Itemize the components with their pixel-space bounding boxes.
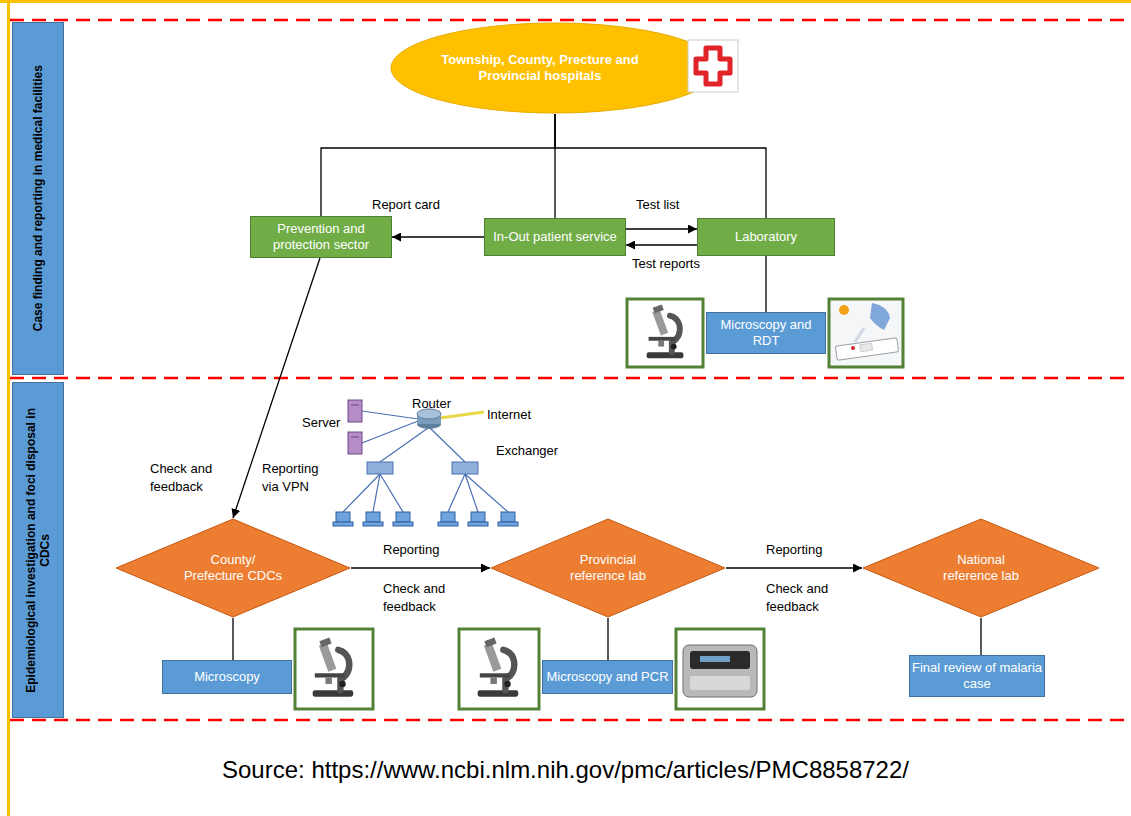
network-label-holder: Internet — [487, 405, 547, 423]
feedback-label-holder: Check and feedback — [150, 459, 218, 495]
node-text: Microscopy and PCR — [546, 669, 668, 685]
feedback-label-holder: Check and feedback — [383, 579, 451, 615]
source-caption: Source: https://www.ncbi.nlm.nih.gov/pmc… — [222, 756, 909, 783]
router-icon — [417, 409, 441, 429]
decision-diamond: Provincial reference lab — [490, 518, 726, 618]
dashed-divider — [10, 377, 1131, 380]
edge-label: Reporting — [383, 542, 439, 557]
microscope-icon — [627, 299, 703, 367]
dashed-divider — [10, 19, 1131, 22]
hospital-ellipse-shape — [391, 23, 719, 113]
connector — [607, 618, 608, 660]
frame-line — [0, 0, 1131, 3]
microscope-icon — [459, 629, 539, 709]
edge-label: Test reports — [632, 256, 700, 271]
feedback-label-holder: Check and feedback — [766, 579, 834, 615]
connector — [726, 567, 862, 568]
edge-label: Reporting via VPN — [262, 461, 318, 494]
node-text: National reference lab — [931, 552, 1031, 583]
feedback-label: Check and feedback — [766, 581, 828, 614]
network-label: Internet — [487, 407, 531, 422]
network-label-holder: Server — [302, 413, 346, 431]
network-label: Router — [412, 396, 451, 411]
server-icon — [348, 400, 362, 454]
node-text: Microscopy — [194, 669, 260, 685]
node-text: Laboratory — [735, 229, 797, 245]
network-label: Server — [302, 415, 340, 430]
edge-label: Reporting — [766, 542, 822, 557]
node-text: Provincial reference lab — [558, 552, 658, 583]
feedback-label: Check and feedback — [383, 581, 445, 614]
node-text: Microscopy and RDT — [707, 317, 825, 348]
hospital-ellipse: Township, County, Precture and Provincia… — [390, 22, 720, 114]
node-text: County/ Prefecture CDCs — [183, 552, 283, 583]
connector — [321, 114, 555, 216]
connector — [626, 244, 697, 245]
rdt-icon — [829, 299, 903, 367]
edge-label-holder: Reporting — [383, 540, 463, 558]
band-title: Case finding and reporting in medical fa… — [31, 30, 45, 367]
method-box: Microscopy — [162, 660, 292, 694]
method-box: Microscopy and RDT — [706, 312, 826, 354]
network-label-holder: Router — [412, 394, 462, 412]
connector — [232, 618, 233, 660]
method-box: Microscopy and PCR — [542, 660, 673, 694]
network-label-holder: Exchanger — [496, 441, 566, 459]
network-label: Exchanger — [496, 443, 558, 458]
feedback-label: Check and feedback — [150, 461, 212, 494]
decision-diamond-shape — [863, 519, 1099, 617]
caption-holder: Source: https://www.ncbi.nlm.nih.gov/pmc… — [0, 756, 1131, 785]
switch-icon — [367, 462, 478, 474]
node-text: Final review of malaria case — [910, 660, 1044, 691]
method-box: Final review of malaria case — [909, 655, 1045, 697]
connector — [980, 618, 981, 655]
connector — [233, 258, 320, 518]
edge-label-holder: Test reports — [632, 254, 722, 272]
section-band: Case finding and reporting in medical fa… — [12, 22, 64, 375]
edge-label-holder: Reporting via VPN — [262, 459, 326, 495]
edge-label-holder: Report card — [372, 195, 462, 213]
pcr-machine-icon — [676, 629, 764, 709]
band-title: Epidemiological investigation and foci d… — [24, 390, 53, 710]
edge-label-holder: Test list — [636, 195, 706, 213]
computer-icon — [333, 512, 518, 526]
network-illustration — [343, 411, 508, 512]
decision-diamond-shape — [116, 519, 350, 617]
microscope-icon — [295, 629, 373, 709]
process-box: In-Out patient service — [484, 218, 626, 256]
section-band: Epidemiological investigation and foci d… — [12, 382, 64, 718]
node-text: Prevention and protection sector — [251, 221, 391, 252]
connector — [765, 256, 766, 312]
edge-label: Test list — [636, 197, 679, 212]
connector — [392, 236, 484, 237]
frame-line — [7, 0, 10, 816]
hospital-cross-icon — [688, 40, 738, 92]
edge-label: Report card — [372, 197, 440, 212]
decision-diamond: County/ Prefecture CDCs — [115, 518, 351, 618]
process-box: Laboratory — [697, 218, 835, 256]
dashed-divider — [10, 719, 1131, 722]
connector — [626, 228, 697, 229]
connector — [351, 567, 490, 568]
node-text: In-Out patient service — [493, 229, 617, 245]
node-text: Township, County, Precture and Provincia… — [430, 52, 650, 83]
edge-label-holder: Reporting — [766, 540, 846, 558]
process-box: Prevention and protection sector — [250, 216, 392, 258]
decision-diamond: National reference lab — [862, 518, 1100, 618]
connector — [555, 114, 766, 218]
decision-diamond-shape — [491, 519, 725, 617]
